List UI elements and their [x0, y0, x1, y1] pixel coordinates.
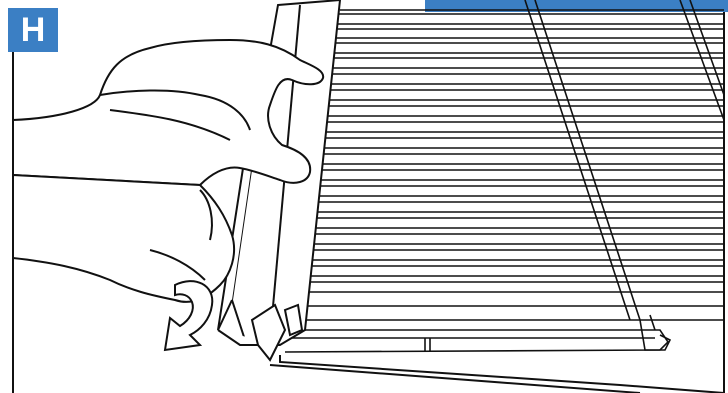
wire-shelf: [285, 0, 724, 352]
base-edge: [270, 355, 724, 393]
step-badge: H: [8, 8, 58, 52]
